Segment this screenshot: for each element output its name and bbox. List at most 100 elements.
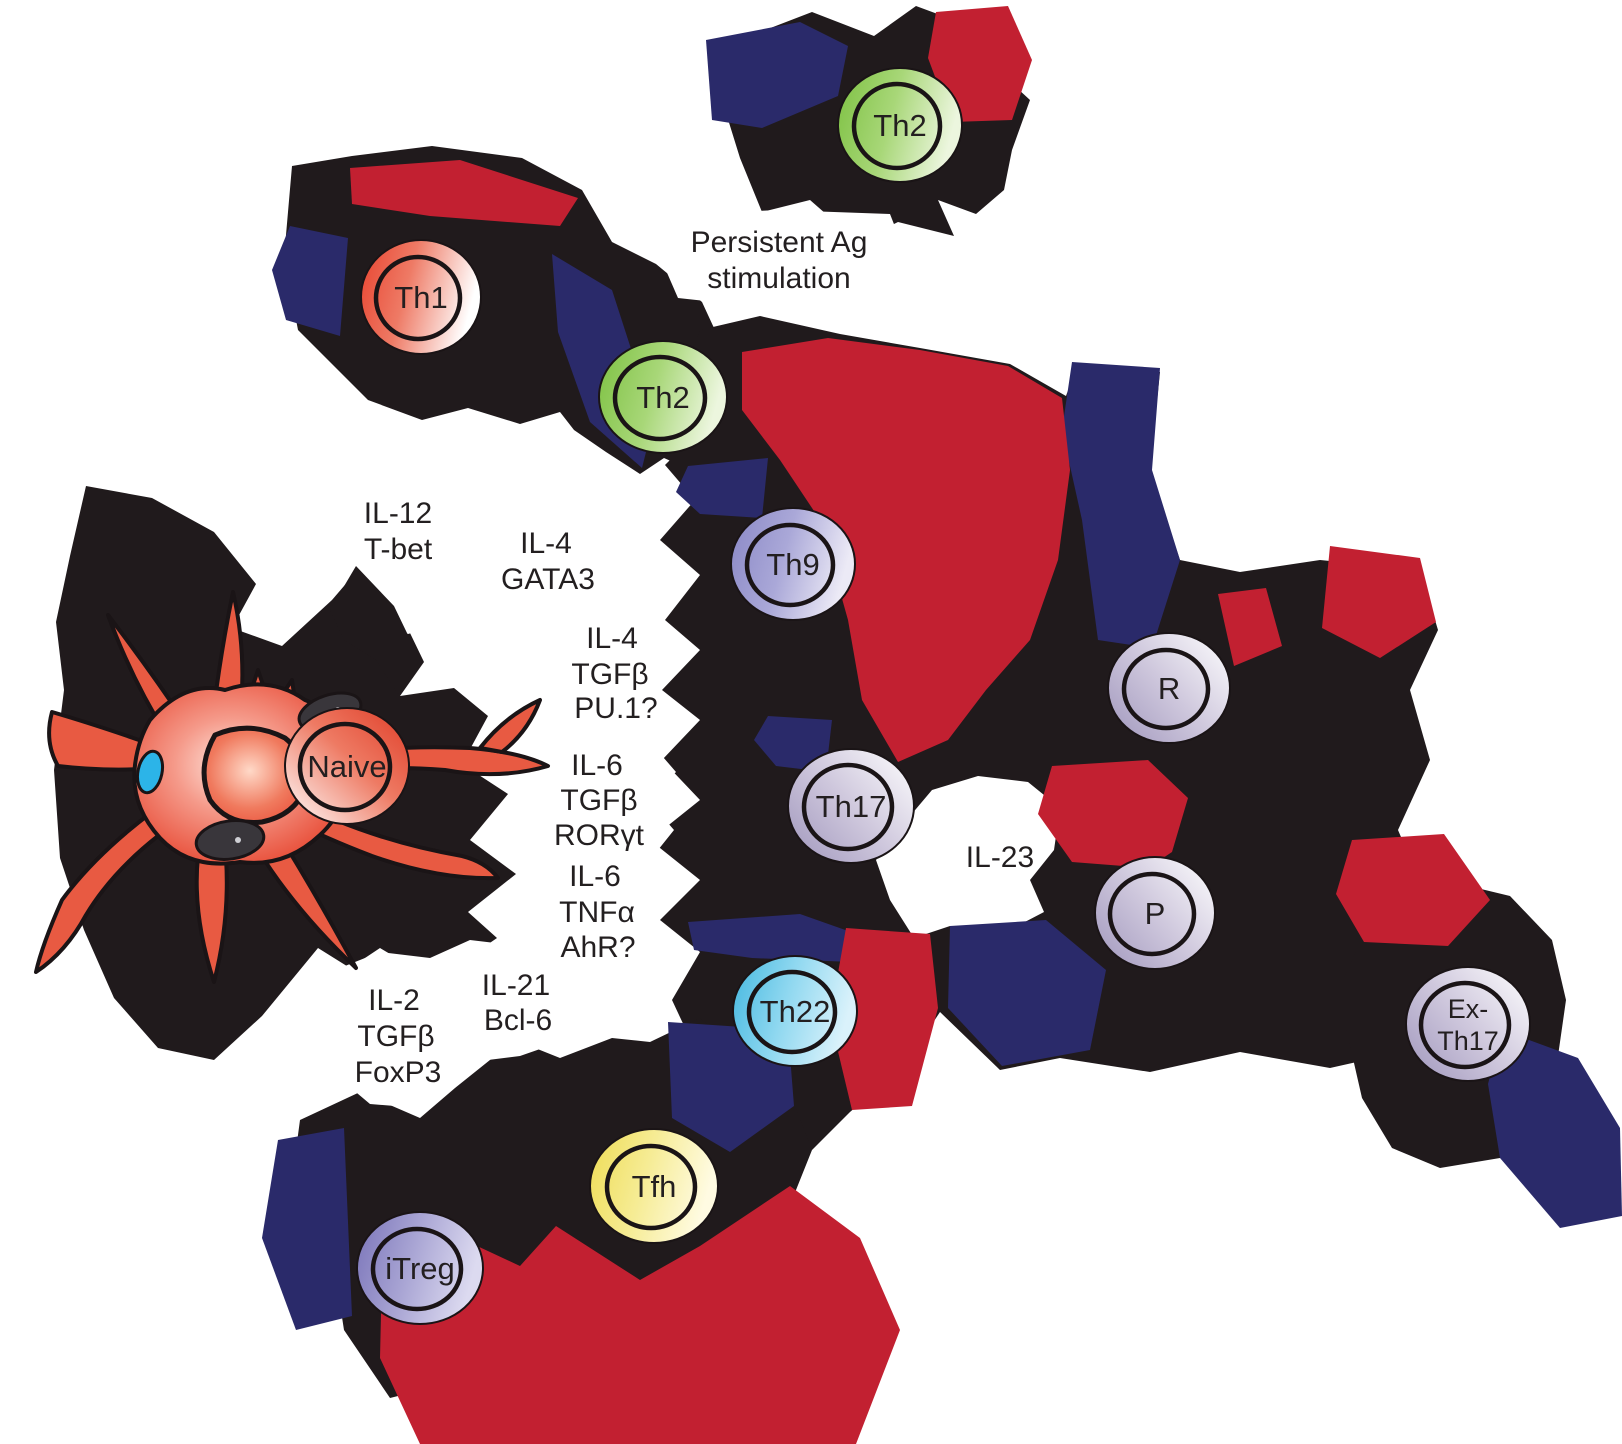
cell-th22: Th22 — [732, 955, 858, 1067]
dendrite-arm-claw — [478, 698, 542, 754]
white-label-channels — [318, 210, 1060, 1108]
cell-th2-top-label: Th2 — [873, 108, 926, 143]
dendrite-arm-right-lower — [288, 798, 500, 881]
dendritic-cell — [34, 590, 550, 984]
navy-patch-th9-left — [676, 458, 768, 518]
navy-strip-above-th22 — [688, 914, 868, 962]
cell-th22-label: Th22 — [760, 994, 831, 1029]
blob-field-red — [350, 6, 1490, 1444]
red-band-above-th1 — [350, 160, 578, 226]
label-il6-ahr-line1: IL-6 — [569, 860, 621, 893]
annotations: Persistent Ag stimulation IL-12 T-bet IL… — [355, 226, 1035, 1089]
cell-tfh-label: Tfh — [632, 1169, 677, 1204]
navy-patch-below-il23 — [948, 920, 1106, 1066]
cell-th2-top-inner — [851, 81, 943, 171]
thin-line-artifact — [315, 655, 318, 711]
cell-ex-th17: Ex- Th17 — [1405, 966, 1531, 1082]
cell-th2-mid-label: Th2 — [636, 380, 689, 415]
cell-ex-th17-label-line2: Th17 — [1437, 1026, 1499, 1056]
organelle-dark-bottom — [194, 819, 266, 861]
label-il12-line1: IL-12 — [364, 497, 432, 530]
red-patch-exth17-top — [1336, 834, 1490, 946]
label-il6-ahr-line2: TNFα — [559, 896, 635, 929]
label-il2-foxp3-line3: FoxP3 — [355, 1056, 442, 1089]
cell-th17: Th17 — [787, 748, 915, 864]
cell-th17-inner — [801, 762, 895, 852]
cell-p-inner — [1107, 871, 1197, 957]
dendritic-nucleus — [201, 725, 309, 826]
cell-naive-label: Naive — [307, 749, 386, 784]
navy-patch-th17-left — [754, 716, 832, 772]
blob-field-navy — [262, 22, 1622, 1330]
white-channel-center-column — [534, 612, 678, 996]
label-il12-line2: T-bet — [364, 533, 433, 566]
cell-th9-label: Th9 — [766, 547, 819, 582]
cell-itreg-inner — [370, 1226, 464, 1312]
label-il4-gata3-line1: IL-4 — [520, 527, 572, 560]
cell-tfh: Tfh — [589, 1128, 719, 1244]
red-wedge-top-right — [928, 6, 1032, 122]
navy-patch-exth17 — [1488, 1030, 1622, 1228]
cell-r: R — [1107, 632, 1231, 744]
navy-patch-th1-left — [272, 226, 348, 336]
cell-th22-inner — [746, 969, 838, 1055]
label-il4-pu1-line3: PU.1? — [574, 692, 657, 725]
label-il6-roryt-line2: TGFβ — [560, 784, 637, 817]
dendrite-arm-left — [47, 710, 164, 772]
red-patch-th22-right — [830, 928, 938, 1110]
label-il21-line2: Bcl-6 — [484, 1004, 552, 1037]
cell-r-label: R — [1158, 671, 1180, 706]
cell-th17-label: Th17 — [816, 789, 887, 824]
cell-tfh-inner — [604, 1143, 698, 1231]
cell-th2-mid-inner — [612, 354, 708, 442]
dendrite-arm-up — [212, 590, 245, 710]
label-il2-foxp3-line2: TGFβ — [357, 1020, 434, 1053]
white-channel-il21-il2 — [318, 940, 600, 1108]
cell-p-label: P — [1145, 896, 1166, 931]
label-il6-roryt-line3: RORγt — [554, 819, 645, 852]
dendrite-arm-lower-left — [34, 810, 160, 974]
label-persistent-line1: Persistent Ag — [691, 226, 868, 259]
cell-r-inner — [1121, 647, 1211, 731]
label-il4-pu1-line2: TGFβ — [571, 658, 648, 691]
cell-naive: Naive — [284, 707, 410, 825]
navy-patch-itreg-left — [262, 1128, 352, 1330]
red-patch-between-r-p — [1038, 760, 1188, 868]
cell-th1-inner — [373, 254, 463, 342]
cell-th9-inner — [744, 522, 836, 608]
cell-th1-label: Th1 — [394, 280, 447, 315]
red-patch-r-right — [1322, 546, 1436, 658]
organelle-cyan — [135, 749, 165, 795]
label-il2-foxp3-line1: IL-2 — [368, 984, 420, 1017]
cell-th9: Th9 — [730, 507, 856, 621]
cell-p: P — [1094, 856, 1216, 970]
cell-naive-inner — [297, 721, 393, 813]
label-il23: IL-23 — [966, 841, 1034, 874]
dendrite-arm-down — [194, 854, 229, 984]
cell-ex-th17-label-line1: Ex- — [1448, 994, 1489, 1024]
label-il4-gata3-line2: GATA3 — [501, 563, 595, 596]
dendrite-arm-lower-right — [256, 844, 358, 970]
white-channel-il12-il4 — [330, 428, 664, 634]
white-channel-persistent — [658, 210, 906, 310]
label-il6-ahr-line3: AhR? — [560, 931, 635, 964]
cell-ex-th17-inner — [1418, 980, 1512, 1070]
cell-itreg-label: iTreg — [385, 1251, 454, 1286]
organelle-dot-2 — [235, 837, 241, 843]
white-channel-il23 — [876, 776, 1060, 938]
red-central-mass — [742, 338, 1070, 762]
cells: Th2 Th1 Th2 Th9 Naive Th17 — [284, 67, 1531, 1325]
cell-th2-top: Th2 — [837, 67, 963, 183]
label-il21-line1: IL-21 — [482, 969, 550, 1002]
label-persistent-line2: stimulation — [707, 262, 850, 295]
red-bottom-mass — [380, 1186, 900, 1444]
label-il4-pu1-line1: IL-4 — [586, 622, 638, 655]
cell-itreg: iTreg — [356, 1211, 484, 1325]
label-il6-roryt-line1: IL-6 — [571, 749, 623, 782]
black-wedge-between-labels — [330, 566, 420, 694]
red-patch-r-topright — [1218, 588, 1282, 666]
cell-th2-mid: Th2 — [598, 340, 728, 454]
navy-patch-right-band — [1062, 362, 1180, 648]
